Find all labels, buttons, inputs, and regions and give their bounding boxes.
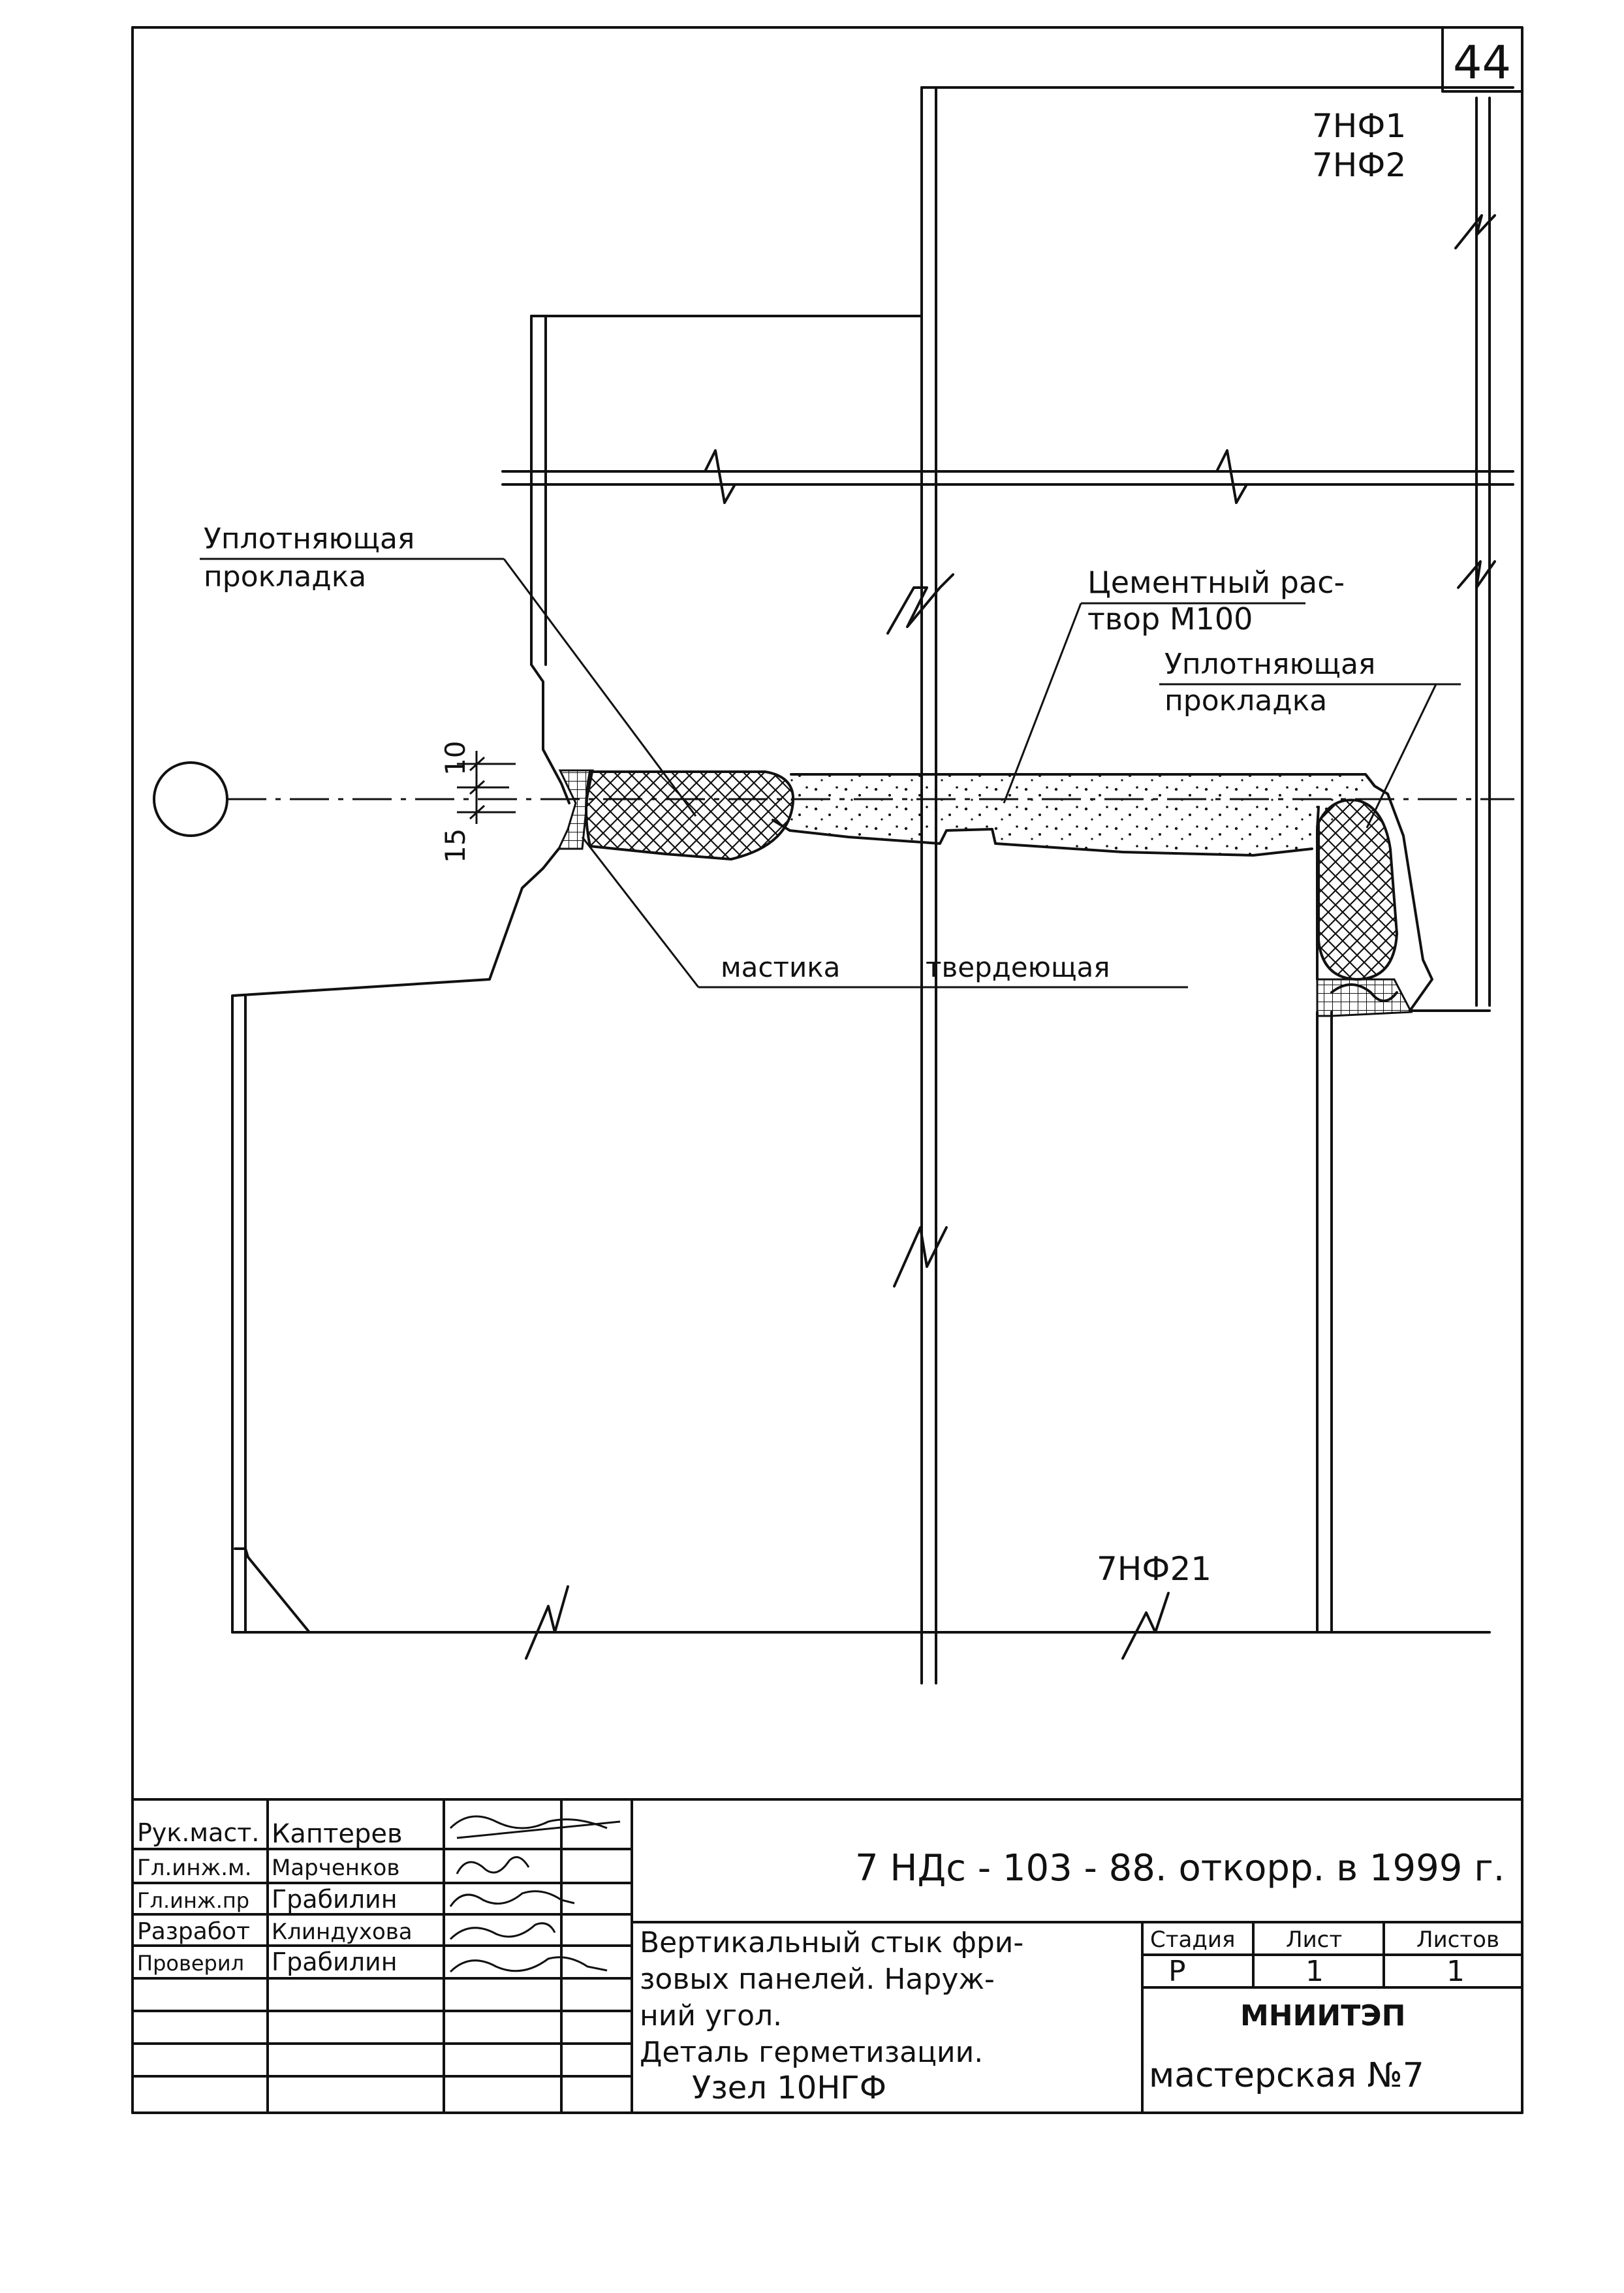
panel-label-7nf21: 7НФ21: [1097, 1550, 1211, 1588]
sheets-header: Листов: [1416, 1927, 1499, 1953]
stage-header: Стадия: [1150, 1927, 1235, 1953]
seal-left-label-1: Уплотняющая: [204, 522, 414, 556]
role-gl-inzh-m: Гл.инж.м.: [137, 1855, 252, 1881]
panel-label-7nf1: 7НФ1: [1312, 107, 1406, 145]
dimension-bottom: 15: [439, 829, 471, 863]
name-grabilin-2: Грабилин: [272, 1948, 398, 1976]
seal-left-fill: [585, 770, 795, 861]
leader-lines: [200, 558, 1461, 988]
axis-marker: [153, 761, 1514, 837]
joint-dimension: [457, 751, 516, 824]
organization-name: МНИИТЭП: [1240, 1999, 1405, 2032]
mastic-right-fill: [1316, 978, 1413, 1017]
dimension-top: 10: [439, 741, 471, 776]
name-klindukhova: Клиндухова: [272, 1919, 413, 1945]
name-kapterev: Каптерев: [272, 1819, 403, 1849]
stage-value: Р: [1168, 1955, 1186, 1988]
sheet-number: 44: [1453, 36, 1511, 89]
signatures: [449, 1815, 621, 1973]
title-line-2: зовых панелей. Наруж-: [640, 1963, 995, 1996]
sheets-value: 1: [1446, 1955, 1465, 1988]
mortar-label-2: твор М100: [1087, 601, 1253, 637]
sheet-value: 1: [1305, 1955, 1324, 1988]
name-grabilin-1: Грабилин: [272, 1885, 398, 1914]
mortar-label-1: Цементный рас-: [1087, 565, 1345, 600]
document-code: 7 НДс - 103 - 88. откорр. в 1999 г.: [855, 1847, 1505, 1890]
right-joint-outline: [1364, 773, 1491, 1012]
workshop-name: мастерская №7: [1149, 2056, 1424, 2095]
seal-left-label-2: прокладка: [204, 560, 366, 593]
sheet-frame: [131, 26, 1523, 2114]
break-symbols: [525, 214, 1496, 1660]
title-block-grid: [131, 1798, 1523, 2114]
name-marchenkov: Марченков: [272, 1855, 399, 1881]
cement-mortar-fill: [790, 774, 1377, 855]
sheet-header: Лист: [1286, 1927, 1342, 1953]
seal-right-label-1: Уплотняющая: [1164, 648, 1375, 681]
mastic-label-1: мастика: [721, 951, 840, 983]
title-line-3: ний угол.: [640, 1999, 782, 2032]
title-line-5: Узел 10НГФ: [692, 2070, 886, 2106]
role-razrabot: Разработ: [137, 1918, 250, 1945]
title-line-1: Вертикальный стык фри-: [640, 1926, 1023, 1959]
mortar-bottom-edge: [772, 819, 1313, 857]
panel-label-7nf2: 7НФ2: [1312, 146, 1406, 184]
mastic-label-2: твердеющая: [926, 951, 1110, 983]
seal-right-label-2: прокладка: [1164, 684, 1327, 718]
title-line-4: Деталь герметизации.: [640, 2036, 983, 2069]
seal-right-fill: [1317, 799, 1399, 981]
role-proveril: Проверил: [137, 1951, 244, 1976]
role-gl-inzh-pr: Гл.инж.пр: [137, 1888, 249, 1913]
panel-outlines: [231, 86, 1514, 1684]
role-ruk-mast: Рук.маст.: [137, 1818, 260, 1847]
